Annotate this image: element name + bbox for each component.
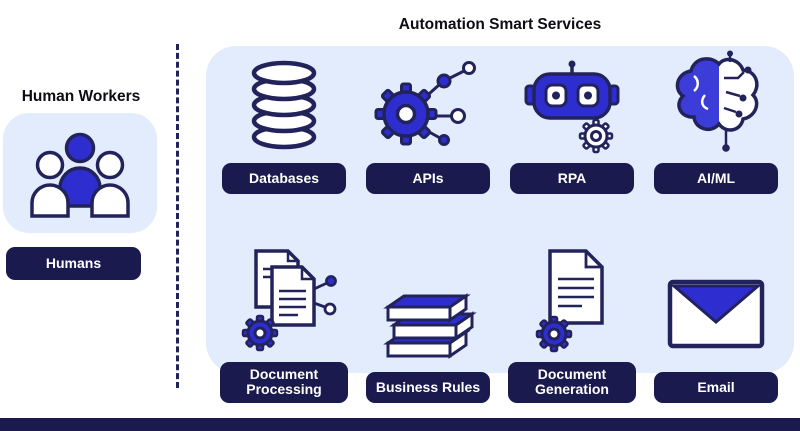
service-label-aiml: AI/ML xyxy=(654,163,778,194)
section-divider xyxy=(176,44,179,388)
service-databases: Databases xyxy=(212,46,356,214)
service-apis: APIs xyxy=(356,46,500,214)
brain-circuit-icon xyxy=(675,50,759,152)
robot-icon xyxy=(524,60,620,154)
left-section-title: Human Workers xyxy=(21,88,141,105)
service-label-apis: APIs xyxy=(366,163,490,194)
service-aiml: AI/ML xyxy=(644,46,788,214)
document-gear-network-icon xyxy=(241,248,337,351)
human-workers-panel xyxy=(3,113,157,233)
service-email: Email xyxy=(644,214,788,406)
database-icon xyxy=(251,60,317,150)
service-document-generation: Document Generation xyxy=(500,214,644,406)
service-business-rules: Business Rules xyxy=(356,214,500,406)
services-grid: Databases xyxy=(206,46,794,406)
service-label-email: Email xyxy=(654,372,778,403)
service-label-business-rules: Business Rules xyxy=(365,372,491,403)
service-label-databases: Databases xyxy=(222,163,346,194)
service-label-rpa: RPA xyxy=(510,163,634,194)
service-document-processing: Document Processing xyxy=(212,214,356,406)
service-rpa: RPA xyxy=(500,46,644,214)
humans-icon xyxy=(30,132,130,218)
envelope-icon xyxy=(667,279,765,349)
bottom-accent-bar xyxy=(0,418,800,431)
service-label-document-processing: Document Processing xyxy=(220,361,348,403)
right-section-title: Automation Smart Services xyxy=(398,16,602,33)
service-label-document-generation: Document Generation xyxy=(508,361,636,403)
books-stack-icon xyxy=(383,293,477,359)
document-gear-icon xyxy=(535,248,604,352)
humans-label: Humans xyxy=(6,247,141,280)
gear-network-icon xyxy=(374,61,476,146)
